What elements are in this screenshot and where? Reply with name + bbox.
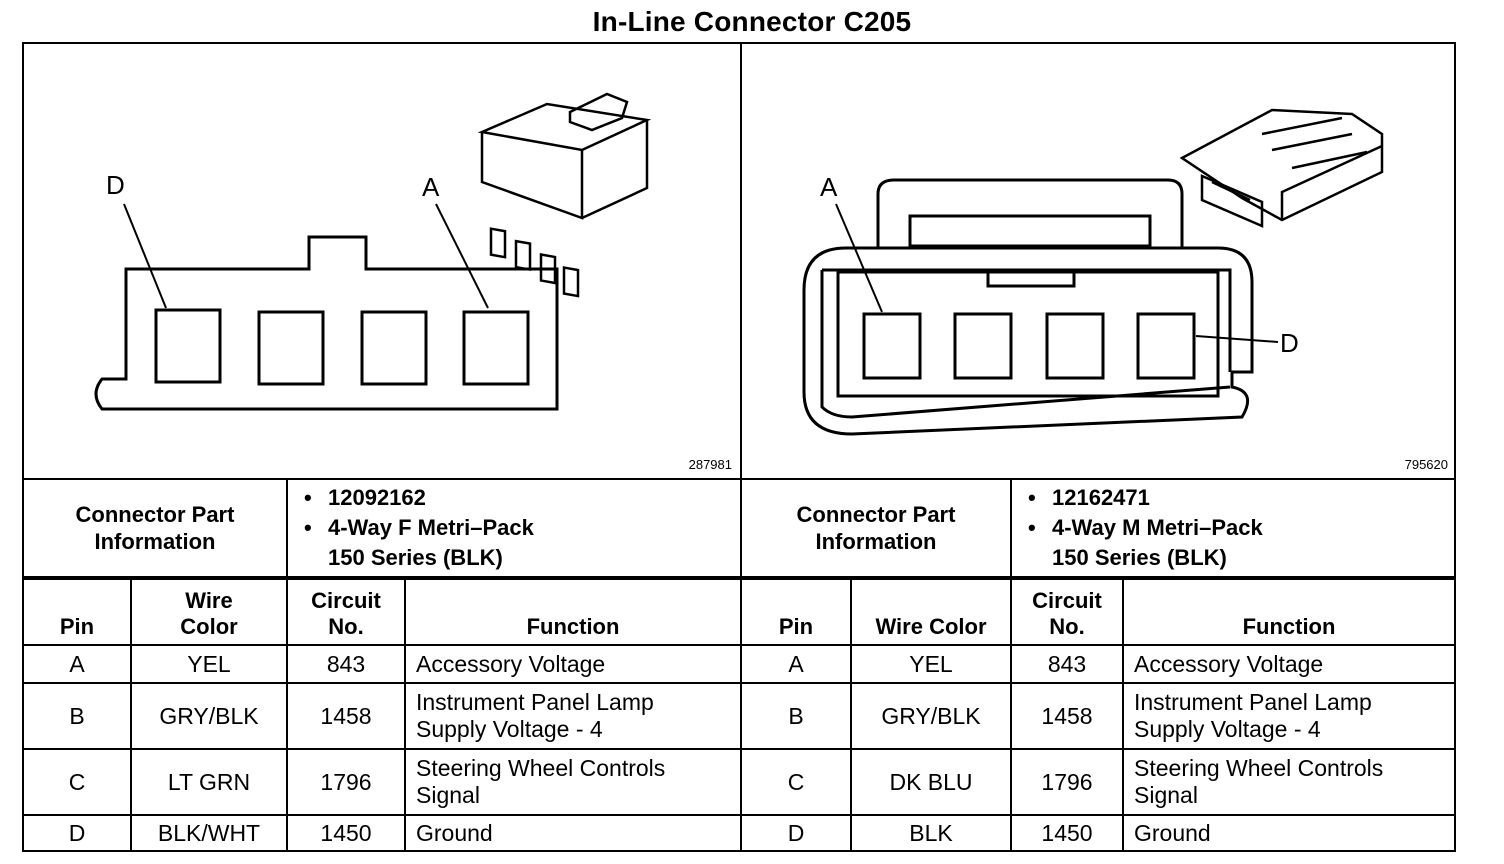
part-number: 12162471 <box>1052 485 1150 510</box>
part-desc-line2: 150 Series (BLK) <box>328 545 503 570</box>
part-desc-line1: 4-Way M Metri–Pack <box>1052 515 1263 540</box>
part-info-label: Connector Part Information <box>740 478 1012 578</box>
part-number: 12092162 <box>328 485 426 510</box>
cavity-b <box>360 310 428 386</box>
page-title: In-Line Connector C205 <box>592 6 912 37</box>
diagram-ref-number: 795620 <box>1404 457 1448 472</box>
part-desc-line1: 4-Way F Metri–Pack <box>328 515 534 540</box>
part-info-values: •12162471 •4-Way M Metri–Pack 150 Series… <box>1010 478 1456 578</box>
cavity-b <box>953 312 1013 380</box>
pin-label-a: A <box>820 172 838 202</box>
cavity-a <box>862 312 922 380</box>
cavity-c <box>1045 312 1105 380</box>
right-connector-table: Connector Part Information •12162471 •4-… <box>740 478 1456 852</box>
header-wire-color: Wire Color <box>850 578 1012 646</box>
cavity-c <box>257 310 325 386</box>
pin-label-a: A <box>422 172 440 202</box>
part-info-table: Connector Part Information •12092162 •4-… <box>22 478 742 578</box>
pin-label-d: D <box>1280 328 1299 358</box>
header-function: Function <box>404 578 742 646</box>
diagram-ref-number: 287981 <box>688 457 732 472</box>
right-connector-diagram: A D 795620 <box>742 42 1456 478</box>
header-pin: Pin <box>740 578 852 646</box>
part-info-values: •12092162 •4-Way F Metri–Pack 150 Series… <box>286 478 742 578</box>
part-desc-line2: 150 Series (BLK) <box>1052 545 1227 570</box>
cavity-a <box>462 310 530 386</box>
cavity-d <box>1136 312 1196 380</box>
header-pin: Pin <box>22 578 132 646</box>
male-connector-iso-icon <box>1179 108 1384 228</box>
header-function: Function <box>1122 578 1456 646</box>
part-info-label: Connector Part Information <box>22 478 288 578</box>
left-connector-table: Connector Part Information •12092162 •4-… <box>22 478 742 852</box>
part-info-table: Connector Part Information •12162471 •4-… <box>740 478 1456 578</box>
female-connector-drawing: D A <box>94 92 652 411</box>
left-connector-diagram: D A 287981 <box>22 42 742 478</box>
pin-label-d: D <box>106 170 125 200</box>
male-connector-drawing: A D <box>802 108 1384 436</box>
document-frame <box>22 42 1456 852</box>
female-connector-iso-icon <box>477 92 652 298</box>
cavity-d <box>154 308 222 384</box>
